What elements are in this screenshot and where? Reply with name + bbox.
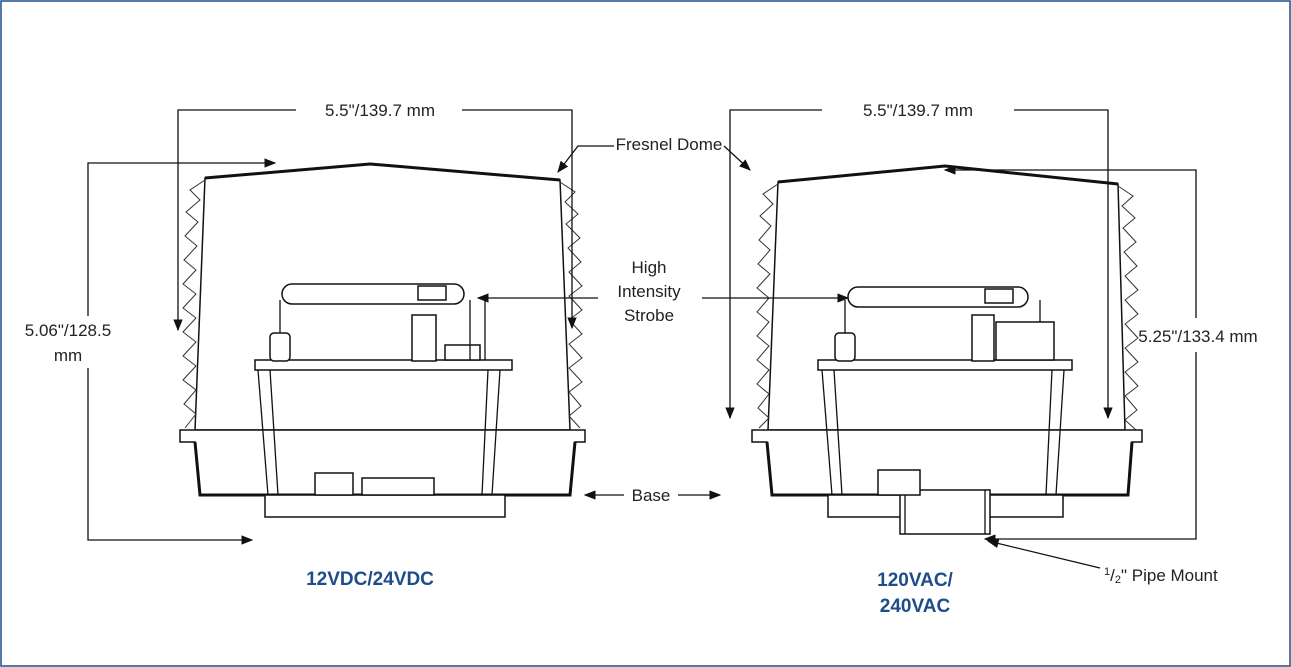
caption-right-line2: 240VAC bbox=[880, 596, 951, 617]
strobe-label-line3: Strobe bbox=[624, 306, 674, 325]
strobe-label-line1: High bbox=[632, 258, 667, 277]
left-circuit-board bbox=[254, 359, 513, 371]
base-label: Base bbox=[632, 486, 671, 505]
right-height-label: 5.25"/133.4 mm bbox=[1138, 327, 1257, 346]
left-mount-plate bbox=[264, 494, 506, 518]
left-width-label: 5.5"/139.7 mm bbox=[325, 101, 435, 120]
fresnel-dome-leader-right bbox=[723, 145, 751, 171]
right-dome-ribs-right bbox=[1117, 185, 1139, 431]
left-height-dimension bbox=[87, 158, 277, 316]
right-width-dimension bbox=[725, 109, 822, 420]
left-height-label-line1: 5.06"/128.5 bbox=[25, 321, 111, 340]
strobe-label-line2: Intensity bbox=[617, 282, 681, 301]
right-height-dimension bbox=[943, 165, 1197, 318]
right-base bbox=[751, 429, 1143, 496]
right-strobe-unit bbox=[751, 164, 1143, 535]
caption-left: 12VDC/24VDC bbox=[306, 569, 434, 590]
left-strobe-unit bbox=[179, 162, 586, 518]
right-width-label: 5.5"/139.7 mm bbox=[863, 101, 973, 120]
left-width-dimension bbox=[173, 109, 296, 332]
right-pipe-mount bbox=[899, 489, 991, 535]
pipe-mount-leader bbox=[986, 538, 1101, 569]
pipe-mount-sub: 2 bbox=[1115, 574, 1121, 586]
caption-right-line1: 120VAC/ bbox=[877, 570, 953, 591]
fresnel-dome-label: Fresnel Dome bbox=[616, 135, 723, 154]
pipe-mount-sup: 1 bbox=[1104, 566, 1110, 578]
right-dome-ribs-left bbox=[756, 183, 779, 429]
fresnel-dome-leader-left bbox=[557, 145, 614, 173]
pipe-mount-label: 1/2" Pipe Mount bbox=[1104, 566, 1218, 586]
left-dome-ribs-left bbox=[182, 179, 206, 429]
right-circuit-board bbox=[817, 359, 1073, 371]
pipe-mount-text: " Pipe Mount bbox=[1121, 566, 1218, 585]
left-height-label-line2: mm bbox=[54, 346, 82, 365]
